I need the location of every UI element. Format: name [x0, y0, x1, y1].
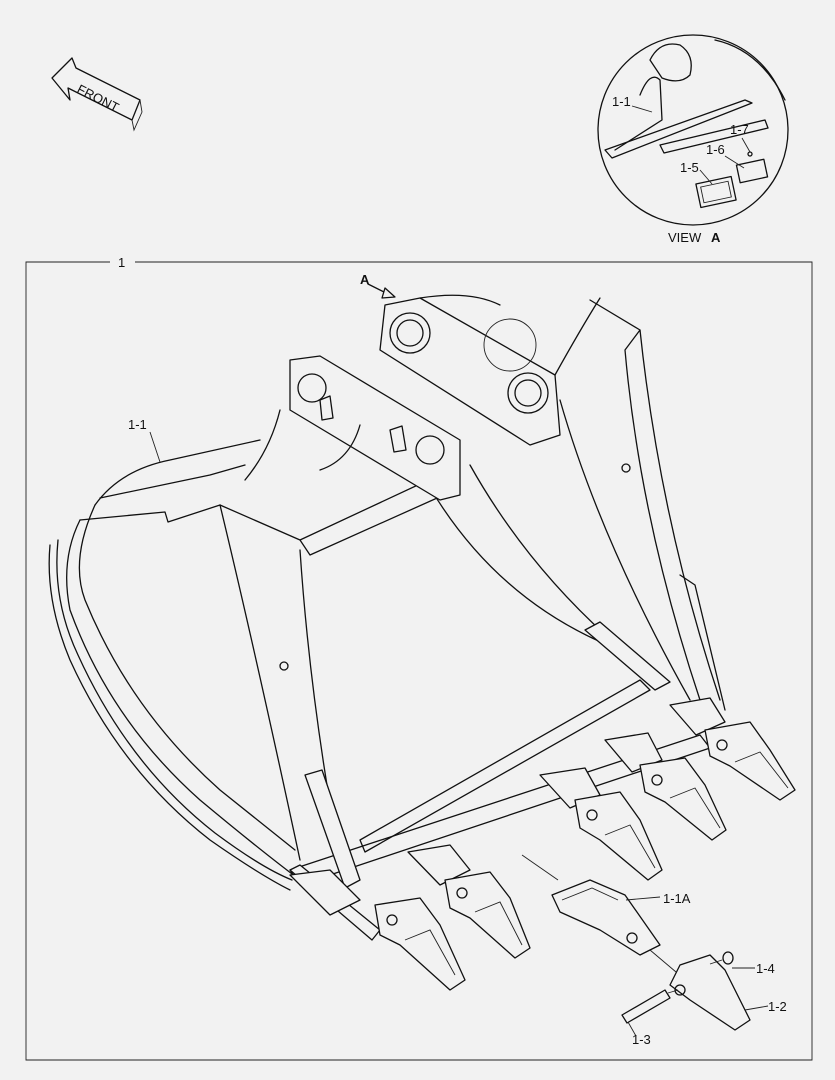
- callout-body-main: 1-1: [128, 417, 147, 432]
- callout-shim: 1-6: [706, 142, 725, 157]
- tooth-3: [539, 767, 663, 881]
- callout-adapter: 1-1A: [663, 891, 691, 906]
- callout-tooth: 1-2: [768, 999, 787, 1014]
- assembly-frame: 1: [25, 255, 813, 1061]
- boss-brackets: [244, 294, 601, 501]
- tooth-2: [407, 844, 531, 959]
- leader-lines: [149, 431, 769, 1037]
- detail-marker-a: A: [360, 272, 396, 299]
- view-a-detail: 1-1 1-5 1-6 1-7 VIEW A: [597, 34, 789, 245]
- view-letter: A: [711, 230, 721, 245]
- bucket-teeth: [289, 697, 796, 991]
- tooth-1: [289, 869, 466, 991]
- tooth-5: [669, 697, 796, 801]
- callout-pin: 1-3: [632, 1032, 651, 1047]
- callout-bolt: 1-7: [730, 122, 749, 137]
- detail-marker-letter: A: [360, 272, 370, 287]
- front-arrow-icon: FRONT: [51, 57, 143, 132]
- assembly-label: 1: [118, 255, 125, 270]
- callout-body-detail: 1-1: [612, 94, 631, 109]
- exploded-parts: [521, 854, 751, 1031]
- tooth-4: [604, 732, 727, 841]
- view-label: VIEW: [668, 230, 702, 245]
- callout-plate: 1-5: [680, 160, 699, 175]
- callout-lock: 1-4: [756, 961, 775, 976]
